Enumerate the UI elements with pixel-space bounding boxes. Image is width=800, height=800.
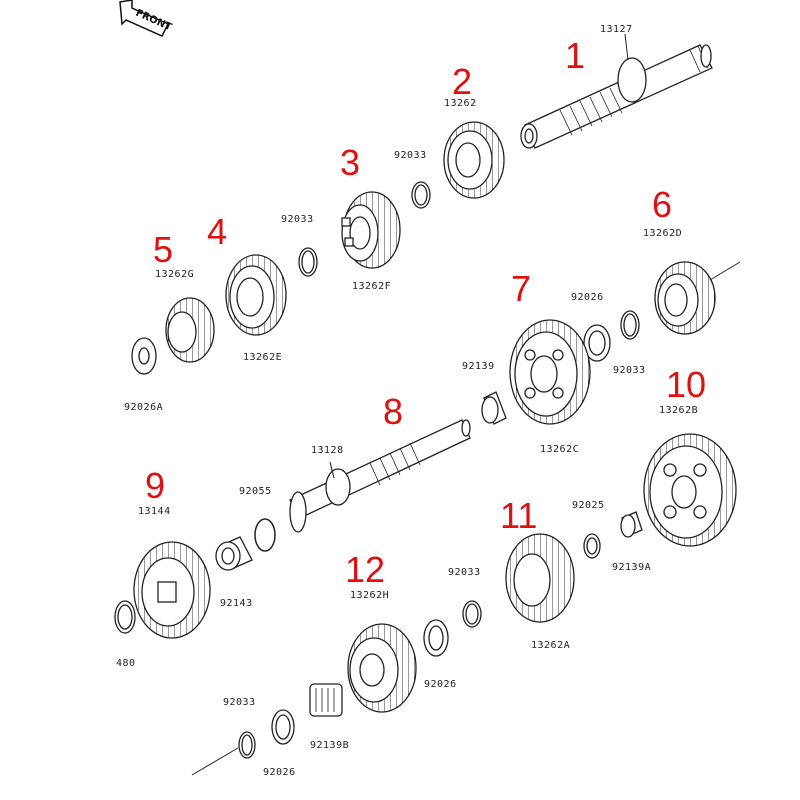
label-13262C: 13262C: [540, 444, 579, 455]
circlip-92033-b: [298, 247, 318, 277]
label-92033-b: 92033: [281, 214, 314, 225]
sprocket-13144: [133, 541, 211, 639]
label-13262A: 13262A: [531, 640, 570, 651]
gear-13262G: [165, 297, 215, 363]
label-92143: 92143: [220, 598, 253, 609]
label-92033-e: 92033: [223, 697, 256, 708]
label-13127: 13127: [600, 24, 633, 35]
oring-92055: [254, 518, 276, 552]
gear-13262H: [347, 623, 417, 713]
label-13262E: 13262E: [243, 352, 282, 363]
label-92139B: 92139B: [310, 740, 349, 751]
gear-13262: [443, 121, 505, 199]
callout-11: 11: [500, 495, 537, 536]
washer-92026-c: [271, 709, 295, 745]
label-92139A: 92139A: [612, 562, 651, 573]
label-92033-c: 92033: [613, 365, 646, 376]
circlip-92033-c: [620, 310, 640, 340]
callout-numbers: 1 2 3 4 5 6 7 8 10 9 11 12: [145, 35, 706, 590]
main-shaft: [289, 419, 471, 533]
label-13262: 13262: [444, 98, 477, 109]
label-13144: 13144: [138, 506, 171, 517]
callout-6: 6: [652, 184, 672, 225]
callout-8: 8: [383, 391, 403, 432]
callout-12: 12: [345, 549, 385, 590]
callout-7: 7: [511, 268, 531, 309]
bushing-92139A: [620, 511, 643, 538]
washer-92026-b: [423, 619, 449, 657]
label-92026-b: 92026: [424, 679, 457, 690]
label-13128: 13128: [311, 445, 344, 456]
callout-4: 4: [207, 211, 227, 252]
circlip-92033-e: [238, 731, 256, 759]
gear-13262E: [225, 254, 287, 336]
label-480: 480: [116, 658, 136, 669]
label-92033-a: 92033: [394, 150, 427, 161]
callout-2: 2: [452, 61, 472, 102]
callout-9: 9: [145, 465, 165, 506]
bearing-92139B: [309, 683, 343, 717]
output-shaft: [520, 44, 713, 149]
washer-92026A: [131, 337, 157, 375]
label-13262D: 13262D: [643, 228, 682, 239]
gear-13262A: [505, 533, 575, 623]
label-13262F: 13262F: [352, 281, 391, 292]
label-92139: 92139: [462, 361, 495, 372]
circlip-92033-d: [462, 600, 482, 628]
bushing-92139: [481, 391, 507, 425]
washer-92025: [583, 533, 601, 559]
label-92025: 92025: [572, 500, 605, 511]
label-92033-d: 92033: [448, 567, 481, 578]
label-13262G: 13262G: [155, 269, 194, 280]
label-92026-c: 92026: [263, 767, 296, 778]
gear-13262C: [509, 319, 591, 425]
label-13262B: 13262B: [659, 405, 698, 416]
label-13262H: 13262H: [350, 590, 389, 601]
label-92026A: 92026A: [124, 402, 163, 413]
gear-13262D: [654, 261, 716, 335]
label-92026-a: 92026: [571, 292, 604, 303]
gear-13262B: [643, 433, 737, 547]
gear-13262F: [341, 191, 401, 269]
callout-3: 3: [340, 142, 360, 183]
circlip-92033-a: [411, 181, 431, 209]
part-labels: 13127 13262 92033 92033 13262F 13262G 13…: [116, 24, 698, 778]
callout-10: 10: [666, 364, 706, 405]
callout-5: 5: [153, 229, 173, 270]
front-arrow-icon: FRONT: [119, 0, 173, 37]
callout-1: 1: [565, 35, 585, 76]
circlip-480: [114, 600, 136, 634]
collar-92143: [215, 536, 253, 571]
label-92055: 92055: [239, 486, 272, 497]
